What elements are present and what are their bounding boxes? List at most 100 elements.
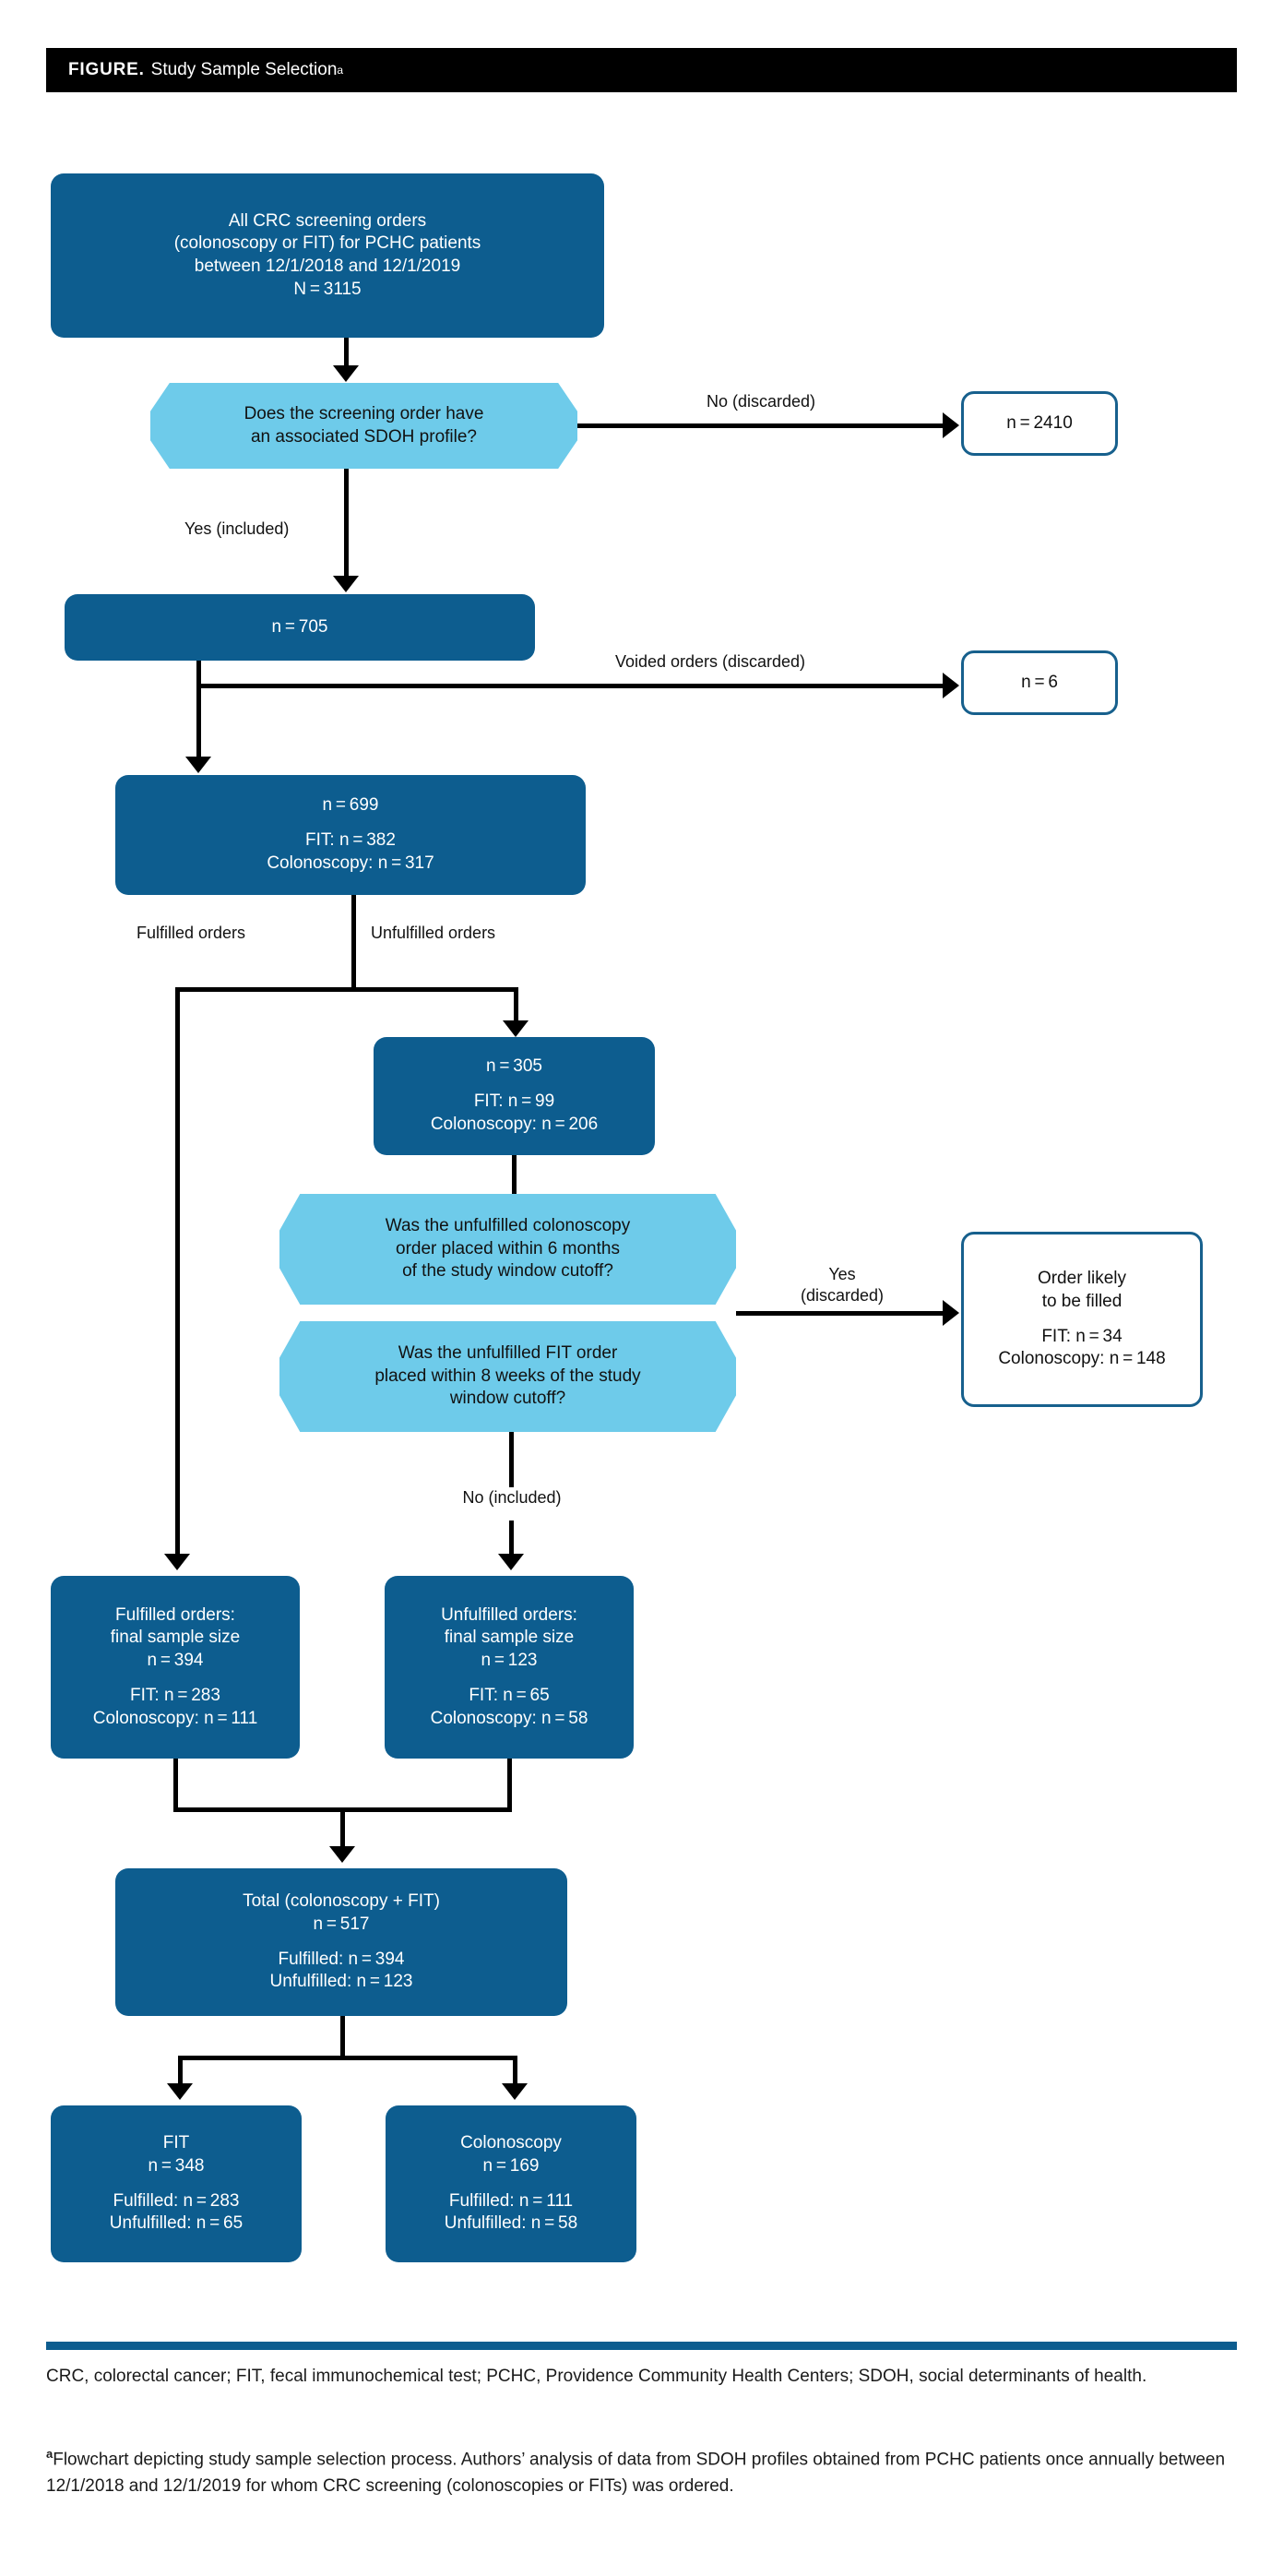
node-order-likely-filled: Order likely to be filled FIT: n = 34 Co… bbox=[961, 1232, 1203, 1407]
node-line: n = 2410 bbox=[1006, 412, 1073, 433]
figure-title-superscript: a bbox=[337, 64, 344, 77]
node-line: Total (colonoscopy + FIT) bbox=[243, 1891, 440, 1912]
node-line: Unfulfilled: n = 58 bbox=[444, 2213, 578, 2234]
node-line: n = 305 bbox=[486, 1056, 542, 1077]
node-line: N = 3115 bbox=[293, 279, 362, 299]
node-line: Unfulfilled orders: bbox=[441, 1604, 577, 1625]
connector-arrowhead-down bbox=[502, 2083, 528, 2100]
node-colonoscopy-total: Colonoscopy n = 169 Fulfilled: n = 111 U… bbox=[386, 2105, 636, 2262]
connector-arrowhead-down bbox=[329, 1846, 355, 1863]
connector-hline bbox=[736, 1311, 944, 1316]
connector-arrowhead-down bbox=[503, 1020, 529, 1037]
node-fit-total: FIT n = 348 Fulfilled: n = 283 Unfulfill… bbox=[51, 2105, 302, 2262]
node-line: Colonoscopy: n = 206 bbox=[430, 1114, 599, 1134]
node-line: FIT: n = 382 bbox=[305, 830, 396, 851]
node-unfulfilled-final-sample: Unfulfilled orders: final sample size n … bbox=[385, 1576, 634, 1759]
edge-label-unfulfilled-orders: Unfulfilled orders bbox=[371, 924, 496, 942]
node-n705: n = 705 bbox=[65, 594, 535, 661]
connector-arrowhead-down bbox=[333, 365, 359, 382]
node-line: an associated SDOH profile? bbox=[250, 426, 477, 447]
connector-vline-fulfilled bbox=[175, 987, 180, 1559]
node-line: Order likely bbox=[1037, 1269, 1127, 1289]
node-line: Was the unfulfilled FIT order bbox=[398, 1342, 618, 1363]
connector-vline bbox=[196, 661, 201, 762]
node-line: n = 123 bbox=[481, 1651, 538, 1671]
connector-vline bbox=[351, 895, 356, 992]
node-discarded-no-sdoh: n = 2410 bbox=[961, 391, 1118, 456]
connector-vline bbox=[509, 1432, 514, 1487]
node-line: All CRC screening orders bbox=[228, 210, 427, 231]
footer-abbreviations: CRC, colorectal cancer; FIT, fecal immun… bbox=[46, 2367, 1147, 2386]
edge-label-no-included: No (included) bbox=[462, 1488, 562, 1507]
connector-vline-unfulfilled bbox=[514, 987, 518, 1026]
node-line: n = 394 bbox=[147, 1651, 204, 1671]
node-line: Colonoscopy: n = 58 bbox=[430, 1708, 588, 1728]
node-line: Does the screening order have bbox=[244, 403, 484, 423]
node-line: to be filled bbox=[1041, 1291, 1123, 1311]
connector-hline bbox=[577, 423, 944, 428]
node-decision-fit-window: Was the unfulfilled FIT order placed wit… bbox=[279, 1321, 736, 1432]
connector-hline bbox=[196, 684, 944, 688]
connector-vline bbox=[344, 338, 349, 371]
node-line: FIT: n = 34 bbox=[1041, 1326, 1123, 1346]
connector-vline bbox=[512, 1155, 517, 1194]
node-line: Was the unfulfilled colonoscopy bbox=[385, 1215, 631, 1235]
edge-label-yes-included: Yes (included) bbox=[184, 519, 290, 538]
edge-label-fulfilled-orders: Fulfilled orders bbox=[137, 924, 246, 942]
node-all-crc-screening-orders: All CRC screening orders (colonoscopy or… bbox=[51, 173, 604, 338]
connector-vline bbox=[340, 1807, 345, 1852]
node-fulfilled-final-sample: Fulfilled orders: final sample size n = … bbox=[51, 1576, 300, 1759]
node-line: order placed within 6 months bbox=[396, 1238, 620, 1258]
connector-vline bbox=[344, 469, 349, 581]
node-line: final sample size bbox=[110, 1628, 241, 1648]
connector-arrowhead-down bbox=[164, 1554, 190, 1570]
node-line: final sample size bbox=[444, 1628, 575, 1648]
connector-hline bbox=[178, 2056, 517, 2060]
connector-hline bbox=[175, 987, 518, 992]
node-line: FIT bbox=[162, 2133, 190, 2153]
edge-label-yes-discarded: Yes (discarded) bbox=[800, 1265, 885, 1306]
page-title: Study Sample Selection bbox=[150, 60, 338, 79]
node-line: FIT: n = 99 bbox=[473, 1091, 555, 1112]
connector-vline bbox=[507, 1759, 512, 1812]
node-line: Colonoscopy: n = 317 bbox=[267, 853, 434, 873]
footer-note: aFlowchart depicting study sample select… bbox=[46, 2445, 1245, 2500]
connector-vline bbox=[173, 1759, 178, 1812]
node-line: Colonoscopy: n = 111 bbox=[92, 1708, 258, 1728]
connector-arrowhead-right bbox=[943, 1300, 959, 1326]
node-line: FIT: n = 65 bbox=[469, 1685, 550, 1705]
node-line: Fulfilled: n = 283 bbox=[113, 2190, 240, 2211]
footer-note-text: Flowchart depicting study sample selecti… bbox=[46, 2450, 1226, 2497]
connector-arrowhead-down bbox=[333, 576, 359, 592]
node-voided-discarded: n = 6 bbox=[961, 650, 1118, 715]
node-line: Fulfilled: n = 394 bbox=[278, 1949, 405, 1969]
node-line: n = 348 bbox=[148, 2155, 205, 2176]
connector-arrowhead-right bbox=[943, 673, 959, 698]
node-line: between 12/1/2018 and 12/1/2019 bbox=[194, 256, 461, 276]
node-decision-colonoscopy-window: Was the unfulfilled colonoscopy order pl… bbox=[279, 1194, 736, 1305]
node-line: Colonoscopy bbox=[460, 2133, 562, 2153]
connector-vline bbox=[509, 1521, 514, 1559]
node-n305-unfulfilled: n = 305 FIT: n = 99 Colonoscopy: n = 206 bbox=[374, 1037, 655, 1155]
node-line: Fulfilled: n = 111 bbox=[448, 2190, 574, 2211]
node-line: Colonoscopy: n = 148 bbox=[998, 1349, 1166, 1369]
connector-arrowhead-down bbox=[498, 1554, 524, 1570]
node-line: n = 705 bbox=[271, 616, 328, 637]
node-line: (colonoscopy or FIT) for PCHC patients bbox=[173, 233, 481, 254]
connector-vline bbox=[513, 2056, 517, 2089]
node-line: of the study window cutoff? bbox=[402, 1261, 613, 1282]
connector-vline bbox=[178, 2056, 183, 2089]
footer-divider-rule bbox=[46, 2342, 1237, 2350]
node-line: Fulfilled orders: bbox=[115, 1604, 235, 1625]
node-decision-sdoh-profile: Does the screening order have an associa… bbox=[150, 383, 577, 469]
node-line: n = 6 bbox=[1021, 672, 1058, 692]
node-line: n = 169 bbox=[482, 2155, 540, 2176]
node-line: n = 699 bbox=[322, 795, 379, 816]
connector-arrowhead-down bbox=[167, 2083, 193, 2100]
connector-arrowhead-down bbox=[185, 757, 211, 773]
node-line: Unfulfilled: n = 65 bbox=[109, 2213, 244, 2234]
node-line: FIT: n = 283 bbox=[130, 1685, 220, 1705]
node-total-colonoscopy-fit: Total (colonoscopy + FIT) n = 517 Fulfil… bbox=[115, 1868, 567, 2016]
node-line: window cutoff? bbox=[449, 1389, 566, 1409]
